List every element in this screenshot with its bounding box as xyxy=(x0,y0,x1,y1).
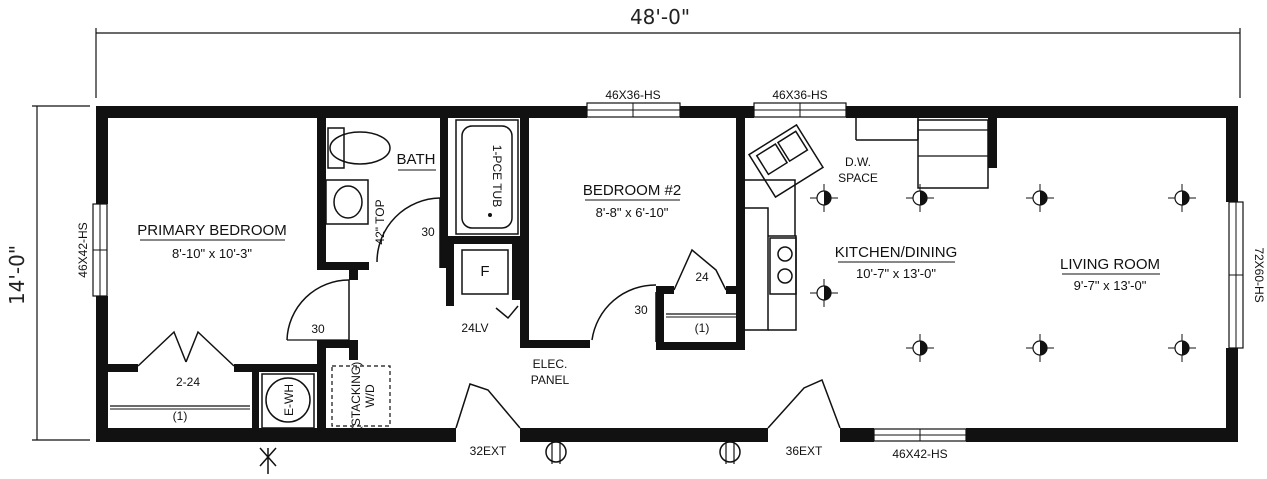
closet-primary-label: 2-24 xyxy=(176,375,200,389)
door-bed2-label: 30 xyxy=(634,303,648,317)
window-right-label: 72X60-HS xyxy=(1252,247,1266,302)
bath-title: BATH xyxy=(397,151,436,168)
kitchen-sink xyxy=(747,123,825,199)
shelf-bed2: (1) xyxy=(666,313,736,335)
dw-label-2: SPACE xyxy=(838,171,878,185)
window-left-label: 46X42-HS xyxy=(76,222,90,277)
interior-walls xyxy=(108,118,997,432)
water-shutoff-valve xyxy=(259,447,277,474)
window-bed2-label: 46X36-HS xyxy=(605,88,660,102)
tub-label: 1-PCE TUB xyxy=(490,145,504,207)
water-heater: E-WH xyxy=(261,373,315,429)
elec-panel-label-2: PANEL xyxy=(531,373,570,387)
window-bed2: 46X36-HS xyxy=(586,88,681,118)
overall-width-label: 48'-0" xyxy=(630,5,690,29)
window-kitchen-label: 46X36-HS xyxy=(772,88,827,102)
door-bath-label: 30 xyxy=(421,225,435,239)
furnace: F xyxy=(461,249,509,295)
furnace-label: F xyxy=(480,263,489,280)
wd-label-2: W/D xyxy=(363,384,377,408)
kitchen-size: 10'-7" x 13'-0" xyxy=(856,266,936,281)
closet2-label: 24 xyxy=(695,270,709,284)
overall-width-dimension: 48'-0" xyxy=(95,5,1241,98)
door-exterior-left: 32EXT xyxy=(455,383,521,458)
kitchen-counters xyxy=(745,118,919,331)
door-bedroom2: 30 xyxy=(591,284,657,342)
kitchen-title: KITCHEN/DINING xyxy=(835,244,958,261)
room-living: LIVING ROOM 9'-7" x 13'-0" xyxy=(1060,256,1160,293)
bedroom2-size: 8'-8" x 6'-10" xyxy=(596,205,669,220)
window-bottom: 46X42-HS xyxy=(873,428,967,461)
exterior-faucet-left xyxy=(545,440,567,464)
dw-label-1: D.W. xyxy=(845,155,871,169)
exterior-walls xyxy=(96,106,1238,442)
door-primary-bedroom: 30 xyxy=(286,279,350,341)
range xyxy=(769,237,797,295)
door-bath: 30 xyxy=(376,197,441,268)
primary-bedroom-size: 8'-10" x 10'-3" xyxy=(172,246,252,261)
window-left: 46X42-HS xyxy=(76,203,108,297)
elec-panel-label-1: ELEC. xyxy=(533,357,568,371)
washer-dryer: (STACKING) W/D xyxy=(331,362,391,430)
window-kitchen: 46X36-HS xyxy=(753,88,847,118)
wd-label-1: (STACKING) xyxy=(349,362,363,430)
primary-bedroom-title: PRIMARY BEDROOM xyxy=(137,222,286,239)
overall-depth-dimension: 14'-0" xyxy=(5,105,90,441)
bedroom2-title: BEDROOM #2 xyxy=(583,182,681,199)
closet-doors-primary: 2-24 xyxy=(137,330,235,389)
door-primary-label: 30 xyxy=(311,322,325,336)
toilet xyxy=(327,127,391,169)
window-bottom-label: 46X42-HS xyxy=(892,447,947,461)
closet-door-bed2: 24 xyxy=(673,248,727,291)
exterior-faucet-right xyxy=(719,440,741,464)
door-exterior-right: 36EXT xyxy=(767,378,841,458)
living-size: 9'-7" x 13'-0" xyxy=(1074,278,1147,293)
room-bedroom2: BEDROOM #2 8'-8" x 6'-10" xyxy=(583,182,681,220)
window-right: 72X60-HS xyxy=(1228,201,1266,349)
refrigerator xyxy=(917,119,989,189)
room-primary-bedroom: PRIMARY BEDROOM 8'-10" x 10'-3" xyxy=(137,222,286,261)
linen-label: 24LV xyxy=(461,321,488,335)
shelf-primary: (1) xyxy=(110,405,250,423)
linen-vent: 24LV xyxy=(461,305,519,335)
ext-left-label: 32EXT xyxy=(470,444,507,458)
vanity-top-label: 42" TOP xyxy=(373,199,387,244)
shelf-primary-label: (1) xyxy=(173,409,188,423)
water-heater-label: E-WH xyxy=(282,384,296,416)
shelf-bed2-label: (1) xyxy=(695,321,710,335)
bathtub: 1-PCE TUB xyxy=(455,119,519,235)
ceiling-lights xyxy=(810,184,1196,362)
room-kitchen: KITCHEN/DINING 10'-7" x 13'-0" xyxy=(835,244,958,281)
vanity-sink: 42" TOP xyxy=(325,179,387,245)
overall-depth-label: 14'-0" xyxy=(5,245,29,305)
living-title: LIVING ROOM xyxy=(1060,256,1160,273)
ext-right-label: 36EXT xyxy=(786,444,823,458)
